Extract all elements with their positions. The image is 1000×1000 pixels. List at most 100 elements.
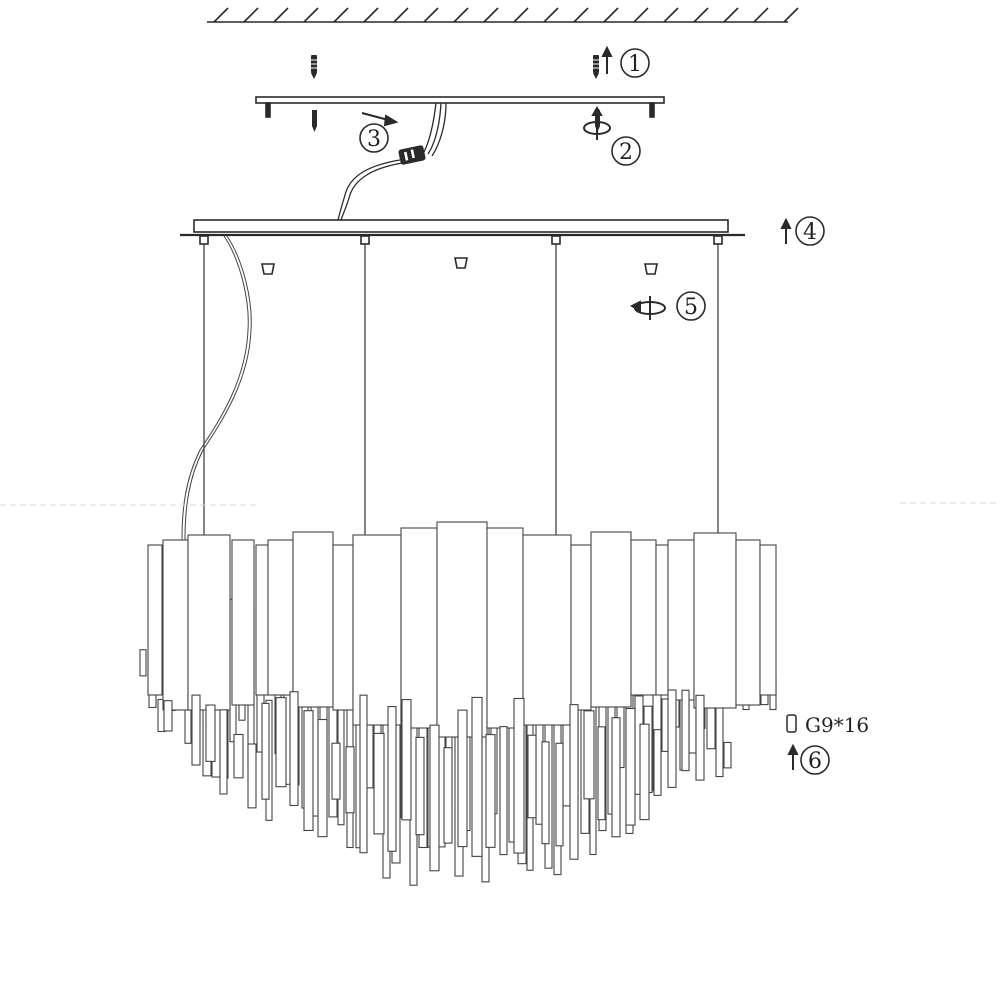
ceiling-hatch-mark	[423, 7, 439, 23]
crystal-rod	[611, 717, 621, 838]
crystal-rod	[373, 732, 385, 835]
crystal-rod	[231, 539, 255, 706]
crystal-rod	[653, 729, 662, 796]
crystal-rod	[590, 531, 632, 708]
electrical-wires	[337, 102, 447, 221]
wire-connector	[398, 145, 426, 165]
arrow-up-icon	[780, 217, 792, 244]
crystal-rod	[513, 697, 525, 854]
crystal-rod	[331, 742, 341, 800]
crystal-rod	[625, 707, 636, 826]
ceiling-hatch-mark	[543, 7, 559, 23]
crystal-rod	[289, 691, 299, 807]
crystal-rod	[597, 726, 606, 821]
crystal-rod	[275, 697, 287, 788]
bracket-screw-left	[312, 110, 317, 132]
crystal-rod	[163, 700, 173, 732]
arrow-up-icon	[601, 45, 613, 74]
step-number: 4	[803, 220, 817, 245]
crystal-rod	[630, 539, 657, 696]
ceiling-hatch-mark	[213, 7, 229, 23]
crystal-rod	[522, 534, 572, 726]
step-badge-3: 3	[359, 123, 389, 153]
crystal-rod	[485, 734, 496, 848]
rotate-icon	[583, 105, 611, 140]
crystal-rod	[317, 718, 328, 838]
ceiling-hatch-mark	[243, 7, 259, 23]
power-cord	[181, 235, 252, 541]
crystal-rod	[655, 544, 669, 696]
ceiling-hatch-mark	[333, 7, 349, 23]
crystal-rod	[147, 544, 163, 696]
g9-bulb-icon	[786, 714, 797, 733]
crystal-rod	[255, 544, 269, 696]
ceiling-hatch-mark	[693, 7, 709, 23]
crystal-rod	[292, 531, 334, 708]
crystal-rod	[247, 743, 257, 809]
crystal-rod	[267, 539, 294, 696]
ceiling-hatch-mark	[513, 7, 529, 23]
crystal-rod	[387, 706, 397, 852]
bulb-label: G9*16	[805, 713, 869, 737]
crystal-rod	[401, 699, 412, 821]
crystal-rod	[205, 704, 216, 762]
crystal-body	[139, 521, 777, 886]
crystal-rod	[359, 694, 368, 854]
step-number: 3	[367, 127, 381, 152]
crystal-rod	[233, 733, 244, 779]
crystal-rod	[345, 746, 355, 814]
canopy-plate	[180, 219, 745, 245]
crystal-rod	[583, 710, 595, 800]
crystal-rod	[693, 532, 737, 709]
rotate-icon	[629, 296, 666, 320]
ceiling-hatch-mark	[363, 7, 379, 23]
crystal-rod	[139, 649, 147, 677]
step-number: 5	[684, 295, 698, 320]
ceiling-hatch-mark	[393, 7, 409, 23]
cable-gripper	[261, 257, 658, 275]
crystal-rod	[352, 534, 402, 726]
crystal-rod	[667, 539, 695, 701]
mounting-bracket	[255, 96, 665, 118]
crystal-rod	[332, 544, 354, 711]
crystal-rod	[187, 534, 231, 711]
crystal-rod	[499, 726, 508, 856]
crystal-rod	[667, 689, 677, 788]
crystal-rod	[191, 694, 201, 766]
crystal-rod	[735, 539, 761, 706]
crystal-rod	[261, 702, 270, 800]
crystal-rod	[639, 723, 650, 821]
ceiling-hatch-mark	[663, 7, 679, 23]
ceiling-hatch-mark	[303, 7, 319, 23]
crystal-rod	[681, 689, 690, 772]
ceiling-hatch-mark	[483, 7, 499, 23]
step-badge-5: 5	[676, 291, 706, 321]
ceiling-screw-left	[311, 55, 317, 79]
crystal-rod	[570, 544, 592, 711]
crystal-rod	[457, 709, 468, 848]
ceiling-hatch-mark	[273, 7, 289, 23]
ceiling	[207, 7, 799, 23]
crystal-rod	[471, 696, 483, 857]
crystal-rod	[400, 527, 438, 729]
crystal-rod	[443, 747, 453, 844]
arrow-right-icon	[361, 112, 399, 127]
suspension-cables	[203, 244, 719, 535]
ceiling-hatch-mark	[753, 7, 769, 23]
ceiling-hatch-mark	[453, 7, 469, 23]
crystal-rod	[429, 724, 440, 872]
step-badge-1: 1	[620, 48, 650, 78]
ceiling-hatch-mark	[573, 7, 589, 23]
ceiling-hatch-mark	[723, 7, 739, 23]
crystal-rod	[723, 741, 732, 769]
crystal-rod	[541, 741, 550, 845]
step-number: 1	[628, 52, 642, 77]
step-badge-2: 2	[611, 136, 641, 166]
ceiling-screw-right	[593, 55, 599, 79]
crystal-rod	[162, 539, 189, 711]
step-number: 6	[808, 749, 822, 774]
step-badge-6: 6	[800, 745, 830, 775]
ceiling-hatch-mark	[603, 7, 619, 23]
